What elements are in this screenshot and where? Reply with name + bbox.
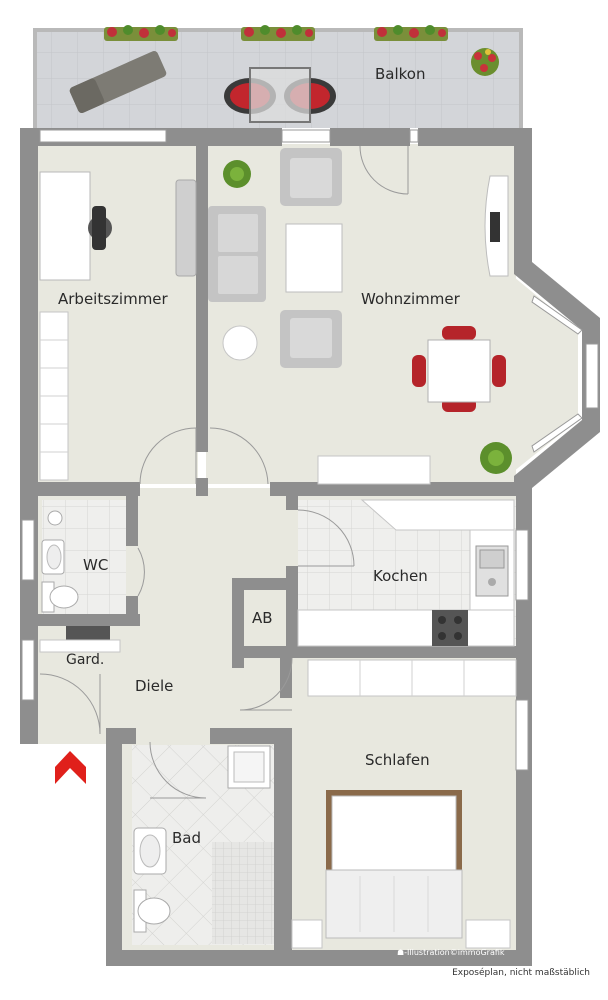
coffee-table	[285, 223, 343, 293]
tv-unit	[484, 175, 509, 277]
room-label-diele: Diele	[135, 677, 173, 695]
double-bed	[325, 790, 463, 939]
sideboard	[317, 455, 431, 485]
nightstand	[465, 919, 511, 949]
toilet	[41, 581, 79, 613]
sink	[475, 545, 509, 597]
shower-tray-inner	[233, 751, 265, 783]
bay-window	[531, 413, 583, 453]
armchair	[280, 148, 342, 206]
wardrobe-lines	[359, 660, 465, 696]
room-label-arbeitszimmer: Arbeitszimmer	[58, 290, 169, 308]
balcony-table	[224, 67, 336, 123]
desk	[39, 171, 91, 281]
sun-lounger	[69, 50, 167, 114]
armchair	[280, 310, 342, 368]
toilet	[133, 889, 171, 933]
bay-window	[531, 295, 583, 335]
room-label-gard: Gard.	[66, 652, 104, 668]
room-label-bad: Bad	[172, 829, 201, 847]
flower-pot	[471, 48, 499, 76]
door-swings	[39, 145, 409, 799]
nightstand	[291, 919, 323, 949]
walls	[20, 128, 600, 966]
coat-shelf	[39, 639, 121, 653]
entrance-arrow-head	[55, 751, 86, 779]
wc-sink	[41, 539, 65, 575]
plant	[480, 442, 512, 474]
bay-window	[585, 343, 599, 409]
room-label-schlafen: Schlafen	[365, 751, 430, 769]
kitchen-counter	[297, 499, 515, 647]
room-label-wc: WC	[83, 556, 108, 574]
flower-planter	[374, 25, 448, 41]
stove	[432, 610, 468, 646]
dining-set	[412, 326, 506, 412]
room-label-ab: AB	[252, 609, 273, 627]
sofa	[208, 206, 266, 302]
wardrobe-lines	[40, 339, 68, 453]
plan-disclaimer: Exposéplan, nicht maßstäblich	[452, 968, 590, 978]
wc-sink-small	[47, 510, 63, 526]
bath-sink	[133, 827, 167, 875]
plant	[223, 160, 251, 188]
armchair	[175, 179, 197, 277]
flower-planter	[104, 25, 178, 41]
room-label-balkon: Balkon	[375, 65, 426, 83]
windows	[21, 129, 529, 771]
side-table	[222, 325, 258, 361]
shower-tiles	[212, 842, 274, 944]
room-label-kochen: Kochen	[373, 567, 428, 585]
illustration-credit: ☗-Illustration©immoGrafik	[397, 948, 505, 957]
office-chair	[88, 206, 112, 250]
room-label-wohnzimmer: Wohnzimmer	[361, 290, 461, 308]
coat-rack	[66, 626, 110, 640]
flower-planter	[241, 25, 315, 41]
